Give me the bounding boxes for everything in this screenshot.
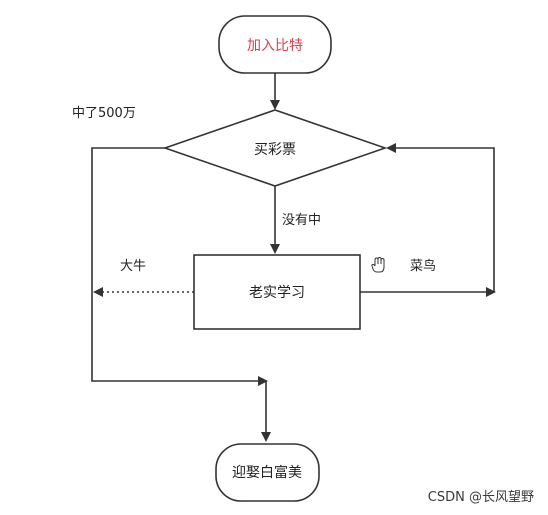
edge-label-rookie: 菜鸟 (410, 258, 436, 274)
hand-cursor-icon (371, 256, 385, 273)
process-node-label: 老实学习 (249, 285, 305, 301)
end-node (215, 443, 320, 502)
edge-label-win: 中了500万 (72, 106, 136, 121)
decision-node-label: 买彩票 (254, 142, 296, 158)
start-node-label: 加入比特 (247, 38, 303, 54)
edge-label-talent: 大牛 (120, 259, 146, 274)
watermark: CSDN @长风望野 (427, 490, 534, 505)
edge-win-path (91, 147, 268, 386)
edge-label-lose: 没有中 (282, 213, 321, 228)
decision-node (162, 109, 388, 187)
end-node-label: 迎娶白富美 (232, 464, 302, 481)
edge-rookie-loop (386, 143, 495, 292)
